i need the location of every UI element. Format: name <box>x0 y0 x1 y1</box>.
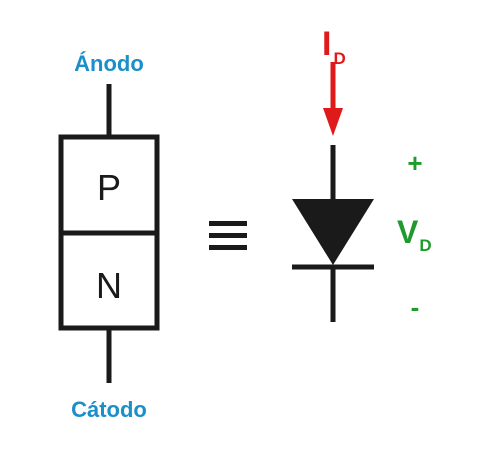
cathode-label: Cátodo <box>71 397 147 422</box>
diode-triangle <box>292 199 374 265</box>
current-arrow <box>323 62 343 136</box>
voltage-label: VD <box>397 214 432 255</box>
plus-sign: + <box>407 148 422 178</box>
minus-sign: - <box>411 292 420 322</box>
equivalence-symbol <box>209 221 247 250</box>
diode-symbol <box>292 145 374 322</box>
anode-label: Ánodo <box>74 51 144 76</box>
p-region-label: P <box>97 167 121 208</box>
n-region-label: N <box>96 265 122 306</box>
